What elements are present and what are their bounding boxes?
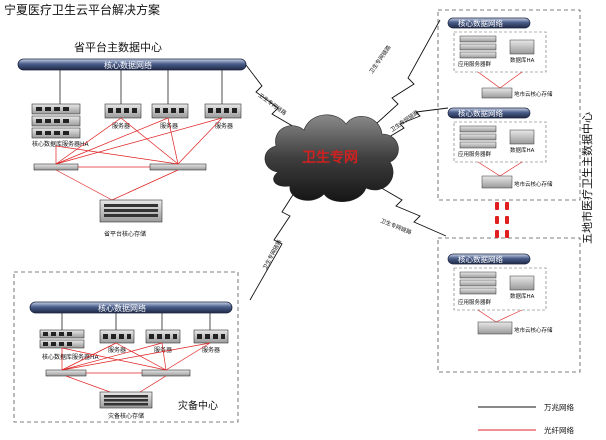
province-san-switch <box>33 163 79 171</box>
province-core-storage <box>99 199 163 223</box>
cloud-label: 卫生专网 <box>302 149 358 166</box>
city-db-label: 数据库HA <box>510 292 535 300</box>
city-app-server-label: 应用服务器群 <box>458 60 492 68</box>
province-db-server-label: 核心数据库服务器HA <box>32 140 90 148</box>
backup-center-frame <box>13 271 239 423</box>
province-server-label: 服务器 <box>215 122 233 130</box>
city-backbone-label: 核心数据网络 <box>458 254 503 264</box>
more-centers-indicator <box>495 202 509 238</box>
province-center: 省平台主数据中心 核心数据网络 核心数据库服务器HA <box>17 40 247 238</box>
backup-storage-label: 灾备核心存储 <box>108 412 144 420</box>
legend-gigabit-label: 万兆网络 <box>544 402 574 412</box>
backup-server-label: 服务器 <box>202 346 220 354</box>
province-server-label: 服务器 <box>160 122 178 130</box>
city-storage-label: 地市云核心存储 <box>514 326 553 334</box>
backup-db-server-label: 核心数据库服务器HA <box>42 353 100 361</box>
city-db-label: 数据库HA <box>510 146 535 154</box>
city-center-1: 核心数据网络 应用服务器群 数据库HA 地市云核心存储 <box>447 17 553 99</box>
backup-server <box>99 329 135 344</box>
backup-server <box>193 329 229 344</box>
province-fiber-links <box>55 117 223 201</box>
province-center-title: 省平台主数据中心 <box>74 40 162 54</box>
province-server <box>151 103 189 119</box>
wan-link-label: 卫生专网链路 <box>379 216 413 236</box>
province-san-switch <box>149 163 207 171</box>
backup-core-storage <box>99 391 153 409</box>
backup-server <box>145 329 181 344</box>
backup-fiber-links <box>61 342 211 393</box>
province-server <box>104 103 142 119</box>
legend-fiber-label: 光纤网络 <box>544 425 574 435</box>
backup-backbone-label: 核心数据网络 <box>98 303 146 313</box>
province-db-server <box>31 103 81 139</box>
backup-server-label: 服务器 <box>108 346 126 354</box>
province-server-label: 服务器 <box>112 122 130 130</box>
province-server <box>204 103 242 119</box>
city-centers-frame <box>437 237 581 373</box>
city-centers-frame <box>437 9 581 201</box>
province-backbone-label: 核心数据网络 <box>104 60 152 70</box>
province-backbone: 核心数据网络 <box>17 58 247 71</box>
backup-san-switch <box>45 369 87 377</box>
backup-san-switch <box>141 369 191 377</box>
wan-links <box>245 19 449 301</box>
wan-link-label: 卫生专网链路 <box>389 108 421 134</box>
city-db-label: 数据库HA <box>510 56 535 64</box>
backup-db-server <box>39 329 85 349</box>
city-storage-label: 地市云核心存储 <box>514 180 553 188</box>
city-backbone-label: 核心数据网络 <box>458 18 503 28</box>
city-centers-title: 五地市医疗卫生主数据中心 <box>580 112 594 244</box>
health-network-cloud: 卫生专网 <box>264 114 399 202</box>
city-center-2: 核心数据网络 应用服务器群 数据库HA 地市云核心存储 <box>447 107 553 189</box>
backup-backbone: 核心数据网络 <box>29 301 233 314</box>
wan-link-label: 卫生专网链路 <box>261 238 284 271</box>
city-center-3: 核心数据网络 应用服务器群 数据库HA 地市云核心存储 <box>447 253 553 335</box>
wan-link-label: 卫生专网链路 <box>367 43 393 75</box>
backup-center-title: 灾备中心 <box>178 399 218 412</box>
province-storage-label: 省平台核心存储 <box>104 230 146 238</box>
page-title: 宁夏医疗卫生云平台解决方案 <box>4 2 160 17</box>
city-centers: 核心数据网络 应用服务器群 数据库HA 地市云核心存储 核心数据网络 应用服务器… <box>437 9 594 373</box>
city-storage-label: 地市云核心存储 <box>514 90 553 98</box>
city-app-server-label: 应用服务器群 <box>458 298 492 306</box>
city-app-server-label: 应用服务器群 <box>458 150 492 158</box>
backup-center: 核心数据网络 核心数据库服务器HA 服务器 服务器 服务 <box>13 271 239 423</box>
legend: 万兆网络 光纤网络 <box>478 402 574 435</box>
city-backbone-label: 核心数据网络 <box>458 108 503 118</box>
